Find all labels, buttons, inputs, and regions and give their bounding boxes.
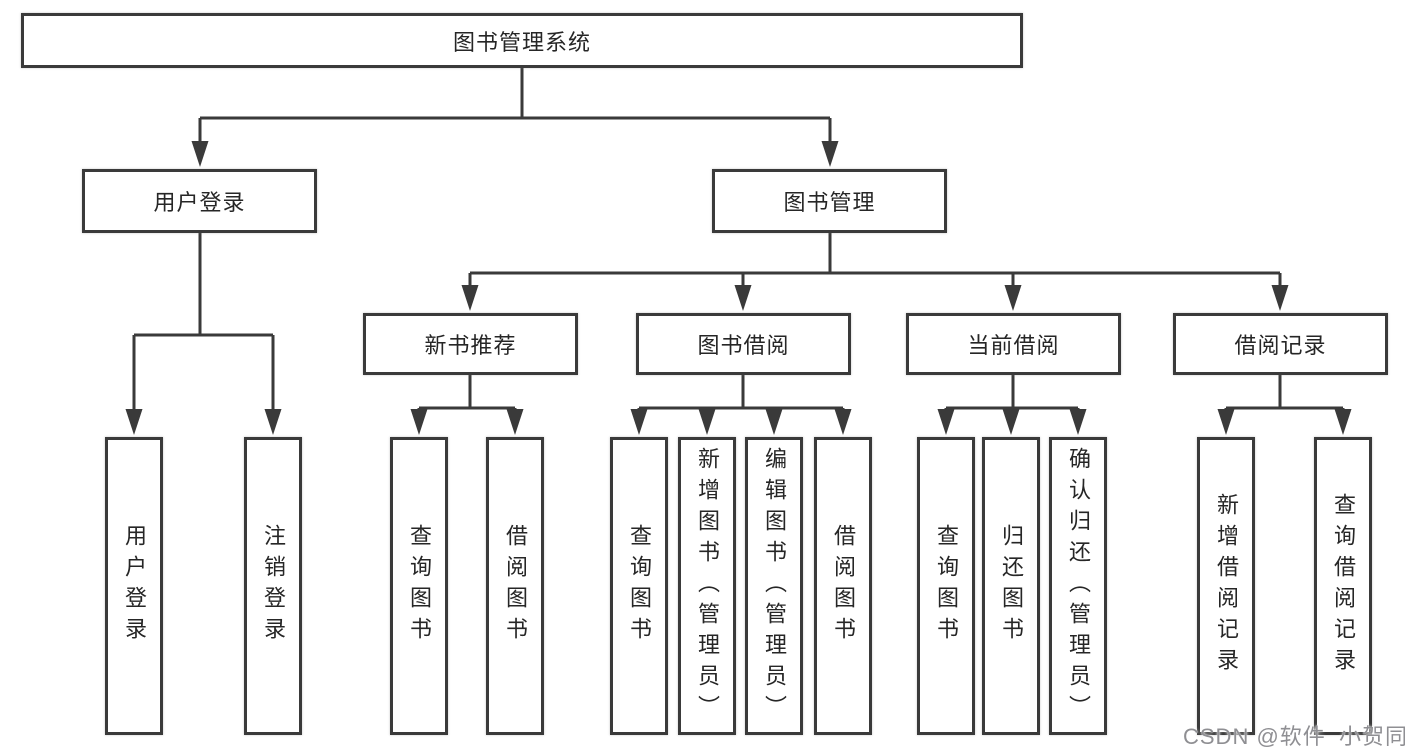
leaf-logout: 注销登录 [244, 437, 302, 735]
connector-lines [132, 66, 1345, 416]
watermark: CSDN @软件_小贺同学 [1183, 724, 1405, 747]
leaf-borrow-books-2: 借阅图书 [814, 437, 872, 735]
leaf-query-borrow-record: 查询借阅记录 [1314, 437, 1372, 735]
leaf-query-books-2: 查询图书 [610, 437, 668, 735]
leaf-add-book-admin: 新增图书（管理员） [678, 437, 736, 735]
node-user-login: 用户登录 [82, 169, 317, 233]
leaf-user-login: 用户登录 [105, 437, 163, 735]
arrowheads [125, 141, 1352, 435]
node-book-management: 图书管理 [712, 169, 947, 233]
leaf-borrow-books-1: 借阅图书 [486, 437, 544, 735]
leaf-confirm-return-admin: 确认归还（管理员） [1049, 437, 1107, 735]
leaf-return-book: 归还图书 [982, 437, 1040, 735]
leaf-query-books-3: 查询图书 [917, 437, 975, 735]
leaf-edit-book-admin: 编辑图书（管理员） [745, 437, 803, 735]
node-book-borrow: 图书借阅 [636, 313, 851, 375]
leaf-add-borrow-record: 新增借阅记录 [1197, 437, 1255, 735]
node-new-book-recommend: 新书推荐 [363, 313, 578, 375]
leaf-query-books-1: 查询图书 [390, 437, 448, 735]
node-current-borrow: 当前借阅 [906, 313, 1121, 375]
node-root: 图书管理系统 [21, 13, 1023, 68]
node-borrow-records: 借阅记录 [1173, 313, 1388, 375]
